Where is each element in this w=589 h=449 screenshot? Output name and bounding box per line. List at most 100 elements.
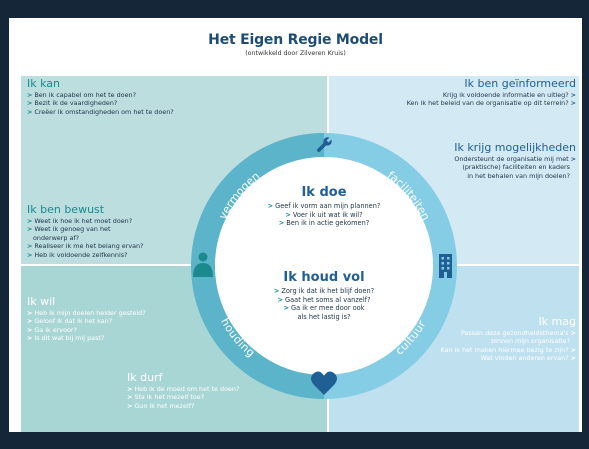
list-item: binnen mijn organisatie?	[440, 337, 576, 345]
bullet: >	[27, 250, 33, 259]
section-heading: Ik durf	[127, 371, 163, 384]
heart-icon	[311, 371, 337, 395]
item-text: Weet ik hoe ik het moet doen?	[34, 217, 133, 225]
list-item: >Gaat het soms al vanzelf?	[214, 296, 434, 305]
item-text: Ga ik er mee door ook	[291, 304, 365, 313]
list-item: >Geloof ik dat ik het kan?	[27, 317, 146, 325]
bullet: >	[27, 99, 33, 108]
item-text: Creëer ik omstandigheden om het te doen?	[34, 107, 174, 116]
section-ik-mag: Ik mag Passen deze gezondheidsthema's> b…	[440, 316, 576, 363]
bullet: >	[27, 225, 33, 234]
item-text: Krijg ik voldoende informatie en uitleg?	[442, 91, 569, 99]
wrench-icon	[316, 136, 333, 153]
item-text: Heb ik mijn doelen helder gesteld?	[34, 309, 146, 317]
item-text: Heb ik de moed om het te doen?	[134, 385, 240, 393]
section-heading: Ik krijg mogelijkheden	[454, 141, 576, 154]
item-text: onderwerp af?	[33, 233, 80, 242]
section-heading: Ik wil	[27, 295, 56, 308]
item-text: in het behalen van mijn doelen?	[467, 171, 570, 180]
item-text: Geloof ik dat ik het kan?	[34, 317, 113, 326]
list-item: onderwerp af?	[27, 234, 144, 242]
item-text: Ben ik in actie gekomen?	[286, 219, 370, 228]
bullet: >	[285, 210, 291, 219]
item-text: Voer ik uit wat ik wil?	[292, 210, 363, 219]
section-heading: Ik mag	[538, 315, 576, 328]
item-text: Sta ik het mezelf toe?	[134, 393, 205, 402]
ring-segment-faciliteiten	[324, 133, 457, 266]
bullet: >	[127, 393, 133, 402]
bullet: >	[570, 345, 576, 354]
bullet: >	[27, 91, 33, 99]
section-ik-ben-bewust: Ik ben bewust >Weet ik hoe ik het moet d…	[27, 204, 144, 259]
list-item: >Zorg ik dat ik het blijf doen?	[214, 287, 434, 296]
item-text: Geef ik vorm aan mijn plannen?	[275, 202, 381, 210]
list-item: >Bezit ik de vaardigheden?	[27, 99, 174, 107]
item-text: Ondersteunt de organisatie mij met	[454, 155, 569, 163]
section-ik-durf: Ik durf >Heb ik de moed om het te doen? …	[127, 372, 239, 410]
section-heading: Ik kan	[27, 77, 60, 90]
bullet: >	[267, 202, 274, 210]
section-ik-krijg-mogelijkheden: Ik krijg mogelijkheden Ondersteunt de or…	[454, 142, 576, 180]
list-item: >Realiseer ik me het belang ervan?	[27, 242, 144, 250]
list-item: >Heb ik mijn doelen helder gesteld?	[27, 309, 146, 317]
item-text: als het lastig is?	[297, 312, 351, 321]
bullet: >	[27, 107, 33, 116]
list-item: Ken ik het beleid van de organisatie op …	[407, 99, 576, 107]
item-text: Kan ik het maken hiermee bezig te zijn?	[440, 345, 569, 354]
list-item: >Voer ik uit wat ik wil?	[214, 211, 434, 220]
bullet: >	[283, 304, 290, 313]
item-text: Zorg ik dat ik het blijf doen?	[281, 287, 375, 295]
bullet: >	[278, 219, 285, 228]
bullet: >	[570, 155, 576, 163]
list-item: >Heb ik de moed om het te doen?	[127, 385, 239, 393]
bullet: >	[27, 317, 33, 326]
list-item: Ondersteunt de organisatie mij met>	[454, 155, 576, 163]
list-item: Wat vinden anderen ervan?>	[440, 354, 576, 362]
bullet: >	[570, 354, 576, 363]
list-item: >Heb ik voldoende zelfkennis?	[27, 251, 144, 259]
bullet: >	[27, 309, 33, 317]
ring-segment-houding	[191, 266, 324, 399]
list-item: >Is dit wat bij mij past?	[27, 334, 146, 342]
item-text: Gaat het soms al vanzelf?	[285, 295, 371, 304]
bullet: >	[127, 385, 133, 393]
section-ik-wil: Ik wil >Heb ik mijn doelen helder gestel…	[27, 296, 146, 343]
list-item: >Gun ik het mezelf?	[127, 402, 239, 410]
bullet: >	[277, 295, 284, 304]
bullet: >	[570, 329, 576, 337]
list-item: als het lastig is?	[214, 313, 434, 322]
center-ik-doe: Ik doe >Geef ik vorm aan mijn plannen? >…	[214, 186, 434, 228]
list-item: Krijg ik voldoende informatie en uitleg?…	[407, 91, 576, 99]
ring-segment-cultuur	[324, 266, 457, 399]
list-item: >Weet ik hoe ik het moet doen?	[27, 217, 144, 225]
poster: Het Eigen Regie Model (ontwikkeld door Z…	[9, 18, 582, 432]
bullet: >	[27, 217, 33, 225]
bullet: >	[27, 242, 33, 251]
item-text: Realiseer ik me het belang ervan?	[34, 242, 144, 251]
list-item: (praktische) faciliteiten en kaders	[454, 163, 576, 171]
item-text: Wat vinden anderen ervan?	[480, 354, 569, 363]
bullet: >	[27, 334, 33, 343]
item-text: Ben ik capabel om het te doen?	[34, 91, 136, 99]
list-item: >Creëer ik omstandigheden om het te doen…	[27, 108, 174, 116]
section-heading: Ik ben geïnformeerd	[464, 77, 576, 90]
item-text: Gun ik het mezelf?	[134, 401, 195, 410]
item-text: Heb ik voldoende zelfkennis?	[34, 250, 128, 259]
center-heading: Ik houd vol	[283, 270, 365, 285]
list-item: Passen deze gezondheidsthema's>	[440, 329, 576, 337]
page-title: Het Eigen Regie Model	[208, 32, 383, 48]
item-text: Bezit ik de vaardigheden?	[34, 99, 118, 108]
list-item: in het behalen van mijn doelen?	[454, 172, 576, 180]
list-item: >Ga ik er mee door ook	[214, 304, 434, 313]
section-ik-ben-geinformeerd: Ik ben geïnformeerd Krijg ik voldoende i…	[407, 78, 576, 108]
bullet: >	[127, 401, 133, 410]
item-text: (praktische) faciliteiten en kaders	[462, 163, 570, 172]
center-ik-houd-vol: Ik houd vol >Zorg ik dat ik het blijf do…	[214, 271, 434, 321]
bullet: >	[27, 325, 33, 334]
item-text: Passen deze gezondheidsthema's	[460, 329, 569, 337]
bullet: >	[570, 91, 576, 99]
list-item: >Ben ik capabel om het te doen?	[27, 91, 174, 99]
building-icon	[439, 254, 452, 278]
center-heading: Ik doe	[301, 185, 347, 200]
